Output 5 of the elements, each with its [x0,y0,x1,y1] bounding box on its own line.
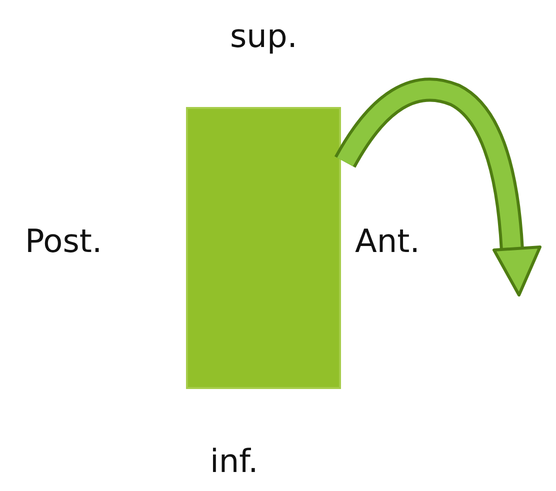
direction-label: inf. [210,445,258,477]
rectangle [186,107,341,389]
direction-label: Ant. [355,225,420,257]
direction-label: Post. [25,225,102,257]
direction-label: sup. [230,20,298,52]
